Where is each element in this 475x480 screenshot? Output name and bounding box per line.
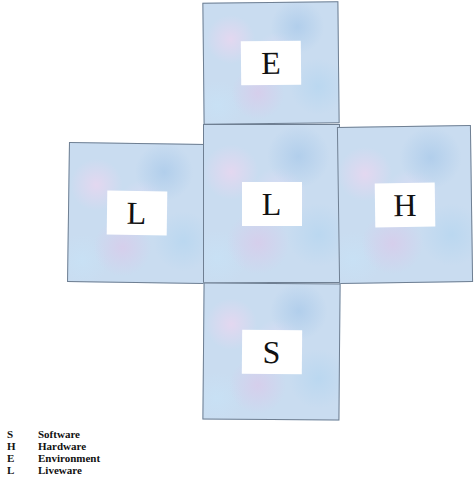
legend-letter: E (7, 452, 14, 464)
tile-letter: S (241, 329, 301, 374)
legend-letter: S (7, 428, 13, 440)
legend-letter: L (7, 464, 14, 476)
tile-letter: H (375, 182, 436, 227)
shell-tile: E (202, 1, 339, 124)
tile-letter: L (106, 191, 167, 236)
shell-tile: L (67, 142, 206, 284)
shell-tile: S (202, 282, 340, 420)
legend-term: Hardware (38, 440, 86, 452)
legend-term: Liveware (38, 464, 82, 476)
legend-term: Environment (38, 452, 100, 464)
tile-letter: E (241, 41, 301, 86)
tile-letter: L (242, 182, 302, 226)
shell-tile: L (203, 124, 340, 283)
shell-tile: H (337, 125, 473, 284)
legend-term: Software (38, 428, 80, 440)
legend-letter: H (7, 440, 16, 452)
